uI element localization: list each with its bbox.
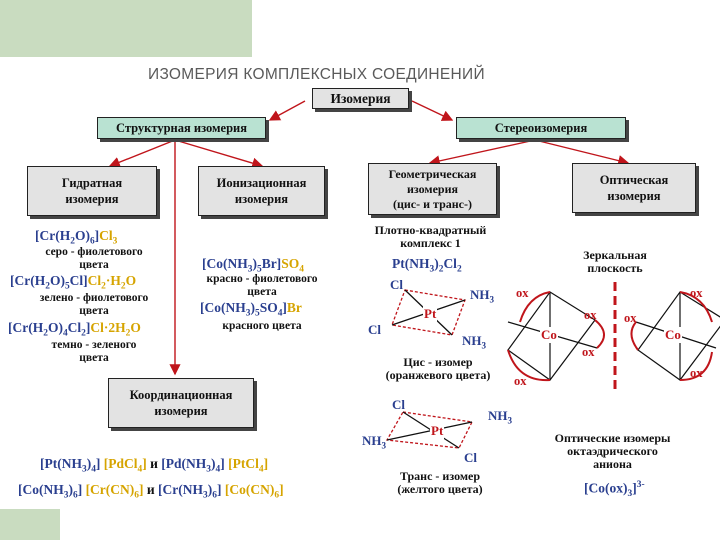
ox-left-top: ox: [516, 286, 529, 300]
trans-nh3-left: NH3: [362, 433, 387, 451]
hydrate-desc-3: темно - зеленого цвета: [10, 339, 178, 365]
cis-cl-left: Cl: [368, 322, 381, 337]
optical-caption: Оптические изомеры октаэдрического анион…: [535, 432, 690, 471]
cis-cl-top: Cl: [390, 277, 403, 292]
geometric-label-1: Геометрическая: [388, 166, 477, 181]
trans-cl-top: Cl: [392, 397, 405, 412]
ionization-desc-2a: красного цвета: [222, 320, 302, 332]
ox-left-right: ox: [584, 308, 597, 322]
coord-and-1: и: [150, 456, 158, 471]
hydrate-label-2: изомерия: [65, 192, 119, 206]
box-optical-isomerism: Оптическая изомерия: [572, 163, 696, 213]
cis-pt: Pt: [423, 306, 438, 322]
hydrate-desc-2a: зелено - фиолетового: [39, 292, 149, 304]
square-planar-label-1: Плотно-квадратный: [374, 223, 487, 237]
box-isomerism-label: Изомерия: [330, 90, 391, 106]
cis-caption: Цис - изомер (оранжевого цвета): [372, 356, 504, 382]
trans-pt: Pt: [430, 423, 445, 439]
coordination-label-2: изомерия: [154, 404, 208, 418]
ionization-desc-2: красного цвета: [182, 320, 342, 333]
ionization-label-1: Ионизационная: [216, 176, 307, 190]
box-coordination-isomerism: Координационная изомерия: [108, 378, 254, 428]
box-isomerism: Изомерия: [312, 88, 409, 109]
arrow-to-ionization: [174, 139, 264, 169]
optical-label-1: Оптическая: [599, 173, 669, 187]
ox-left-bottom: ox: [514, 374, 527, 388]
ionization-formula-2: [Co(NH3)5SO4]Br: [200, 300, 302, 319]
optical-caption-3: аниона: [593, 457, 632, 471]
coordination-label-1: Координационная: [129, 388, 233, 402]
arrow-to-stereo: [411, 100, 454, 121]
coordination-formula-row-2: [Co(NH3)6] [Cr(CN)6] и [Cr(NH3)6] [Co(CN…: [18, 482, 284, 501]
decor-bottom-left: [0, 509, 60, 540]
hydrate-desc-1a: серо - фиолетового: [45, 246, 143, 258]
hydrate-desc-3b: цвета: [79, 352, 109, 364]
box-hydrate-isomerism: Гидратная изомерия: [27, 166, 157, 216]
decor-top-left: [0, 0, 252, 57]
geometric-label-2: изомерия: [406, 181, 459, 196]
hydrate-formula-3: [Cr(H2O)4Cl2]Cl·2H2O: [8, 320, 141, 339]
optical-caption-1: Оптические изомеры: [554, 431, 671, 445]
page-title: ИЗОМЕРИЯ КОМПЛЕКСНЫХ СОЕДИНЕНИЙ: [148, 66, 485, 83]
optical-formula: [Co(ox)3]3-: [584, 480, 645, 500]
trans-nh3-right: NH3: [488, 408, 513, 426]
arrow-to-hydrate: [108, 139, 176, 168]
box-ionization-isomerism: Ионизационная изомерия: [198, 166, 325, 216]
arrow-to-geometric: [428, 139, 536, 167]
hydrate-desc-3a: темно - зеленого: [51, 339, 137, 351]
ox-right-top: ox: [690, 286, 703, 300]
arrow-to-structural: [268, 100, 306, 121]
trans-caption: Транс - изомер (желтого цвета): [375, 470, 505, 496]
coord-and-2: и: [146, 482, 155, 497]
hydrate-formula-1: [Cr(H2O)6]Cl3: [35, 228, 118, 247]
cis-nh3-right: NH3: [470, 287, 495, 305]
hydrate-desc-2b: цвета: [79, 305, 109, 317]
ox-right-bottom: ox: [690, 366, 703, 380]
cis-nh3-bottom: NH3: [462, 333, 487, 351]
trans-cl-bottom: Cl: [464, 450, 477, 465]
square-planar-label: Плотно-квадратный комплекс 1: [368, 224, 493, 250]
co-left: Co: [540, 327, 558, 343]
box-stereo-label: Стереоизомерия: [494, 120, 588, 135]
square-planar-label-2: комплекс 1: [400, 236, 461, 250]
hydrate-desc-1b: цвета: [79, 259, 109, 271]
cis-caption-1: Цис - изомер: [403, 355, 473, 369]
ionization-desc-1b: цвета: [247, 286, 277, 298]
hydrate-desc-2: зелено - фиолетового цвета: [10, 292, 178, 318]
ionization-formula-1: [Co(NH3)5Br]SO4: [202, 256, 304, 275]
arrow-to-optical: [534, 139, 630, 167]
co-right: Co: [664, 327, 682, 343]
ionization-desc-1a: красно - фиолетового: [206, 273, 318, 285]
box-structural-isomerism: Структурная изомерия: [97, 117, 266, 139]
box-stereoisomerism: Стереоизомерия: [456, 117, 626, 139]
ox-right-left: ox: [624, 311, 637, 325]
mirror-plane-label-1: Зеркальная: [583, 248, 647, 262]
trans-caption-1: Транс - изомер: [399, 469, 481, 483]
optical-label-2: изомерия: [607, 189, 661, 203]
mirror-plane-label: Зеркальная плоскость: [555, 249, 675, 275]
ionization-desc-1: красно - фиолетового цвета: [182, 273, 342, 299]
hydrate-formula-2: [Cr(H2O)5Cl]Cl2·H2O: [10, 273, 137, 292]
cis-caption-2: (оранжевого цвета): [385, 368, 491, 382]
geometric-label-3: (цис- и транс-): [392, 196, 472, 211]
ox-left-mid: ox: [582, 345, 595, 359]
square-planar-formula: Pt(NH3)2Cl2: [392, 256, 462, 275]
hydrate-label-1: Гидратная: [61, 176, 123, 190]
optical-caption-2: октаэдрического: [567, 444, 658, 458]
trans-caption-2: (желтого цвета): [397, 482, 483, 496]
hydrate-desc-1: серо - фиолетового цвета: [10, 246, 178, 272]
ionization-label-2: изомерия: [234, 192, 289, 206]
box-geometric-isomerism: Геометрическая изомерия (цис- и транс-): [368, 163, 497, 215]
mirror-plane-label-2: плоскость: [587, 261, 643, 275]
box-structural-label: Структурная изомерия: [115, 120, 248, 135]
coordination-formula-row-1: [Pt(NH3)4] [PdCl4] и [Pd(NH3)4] [PtCl4]: [40, 456, 269, 475]
